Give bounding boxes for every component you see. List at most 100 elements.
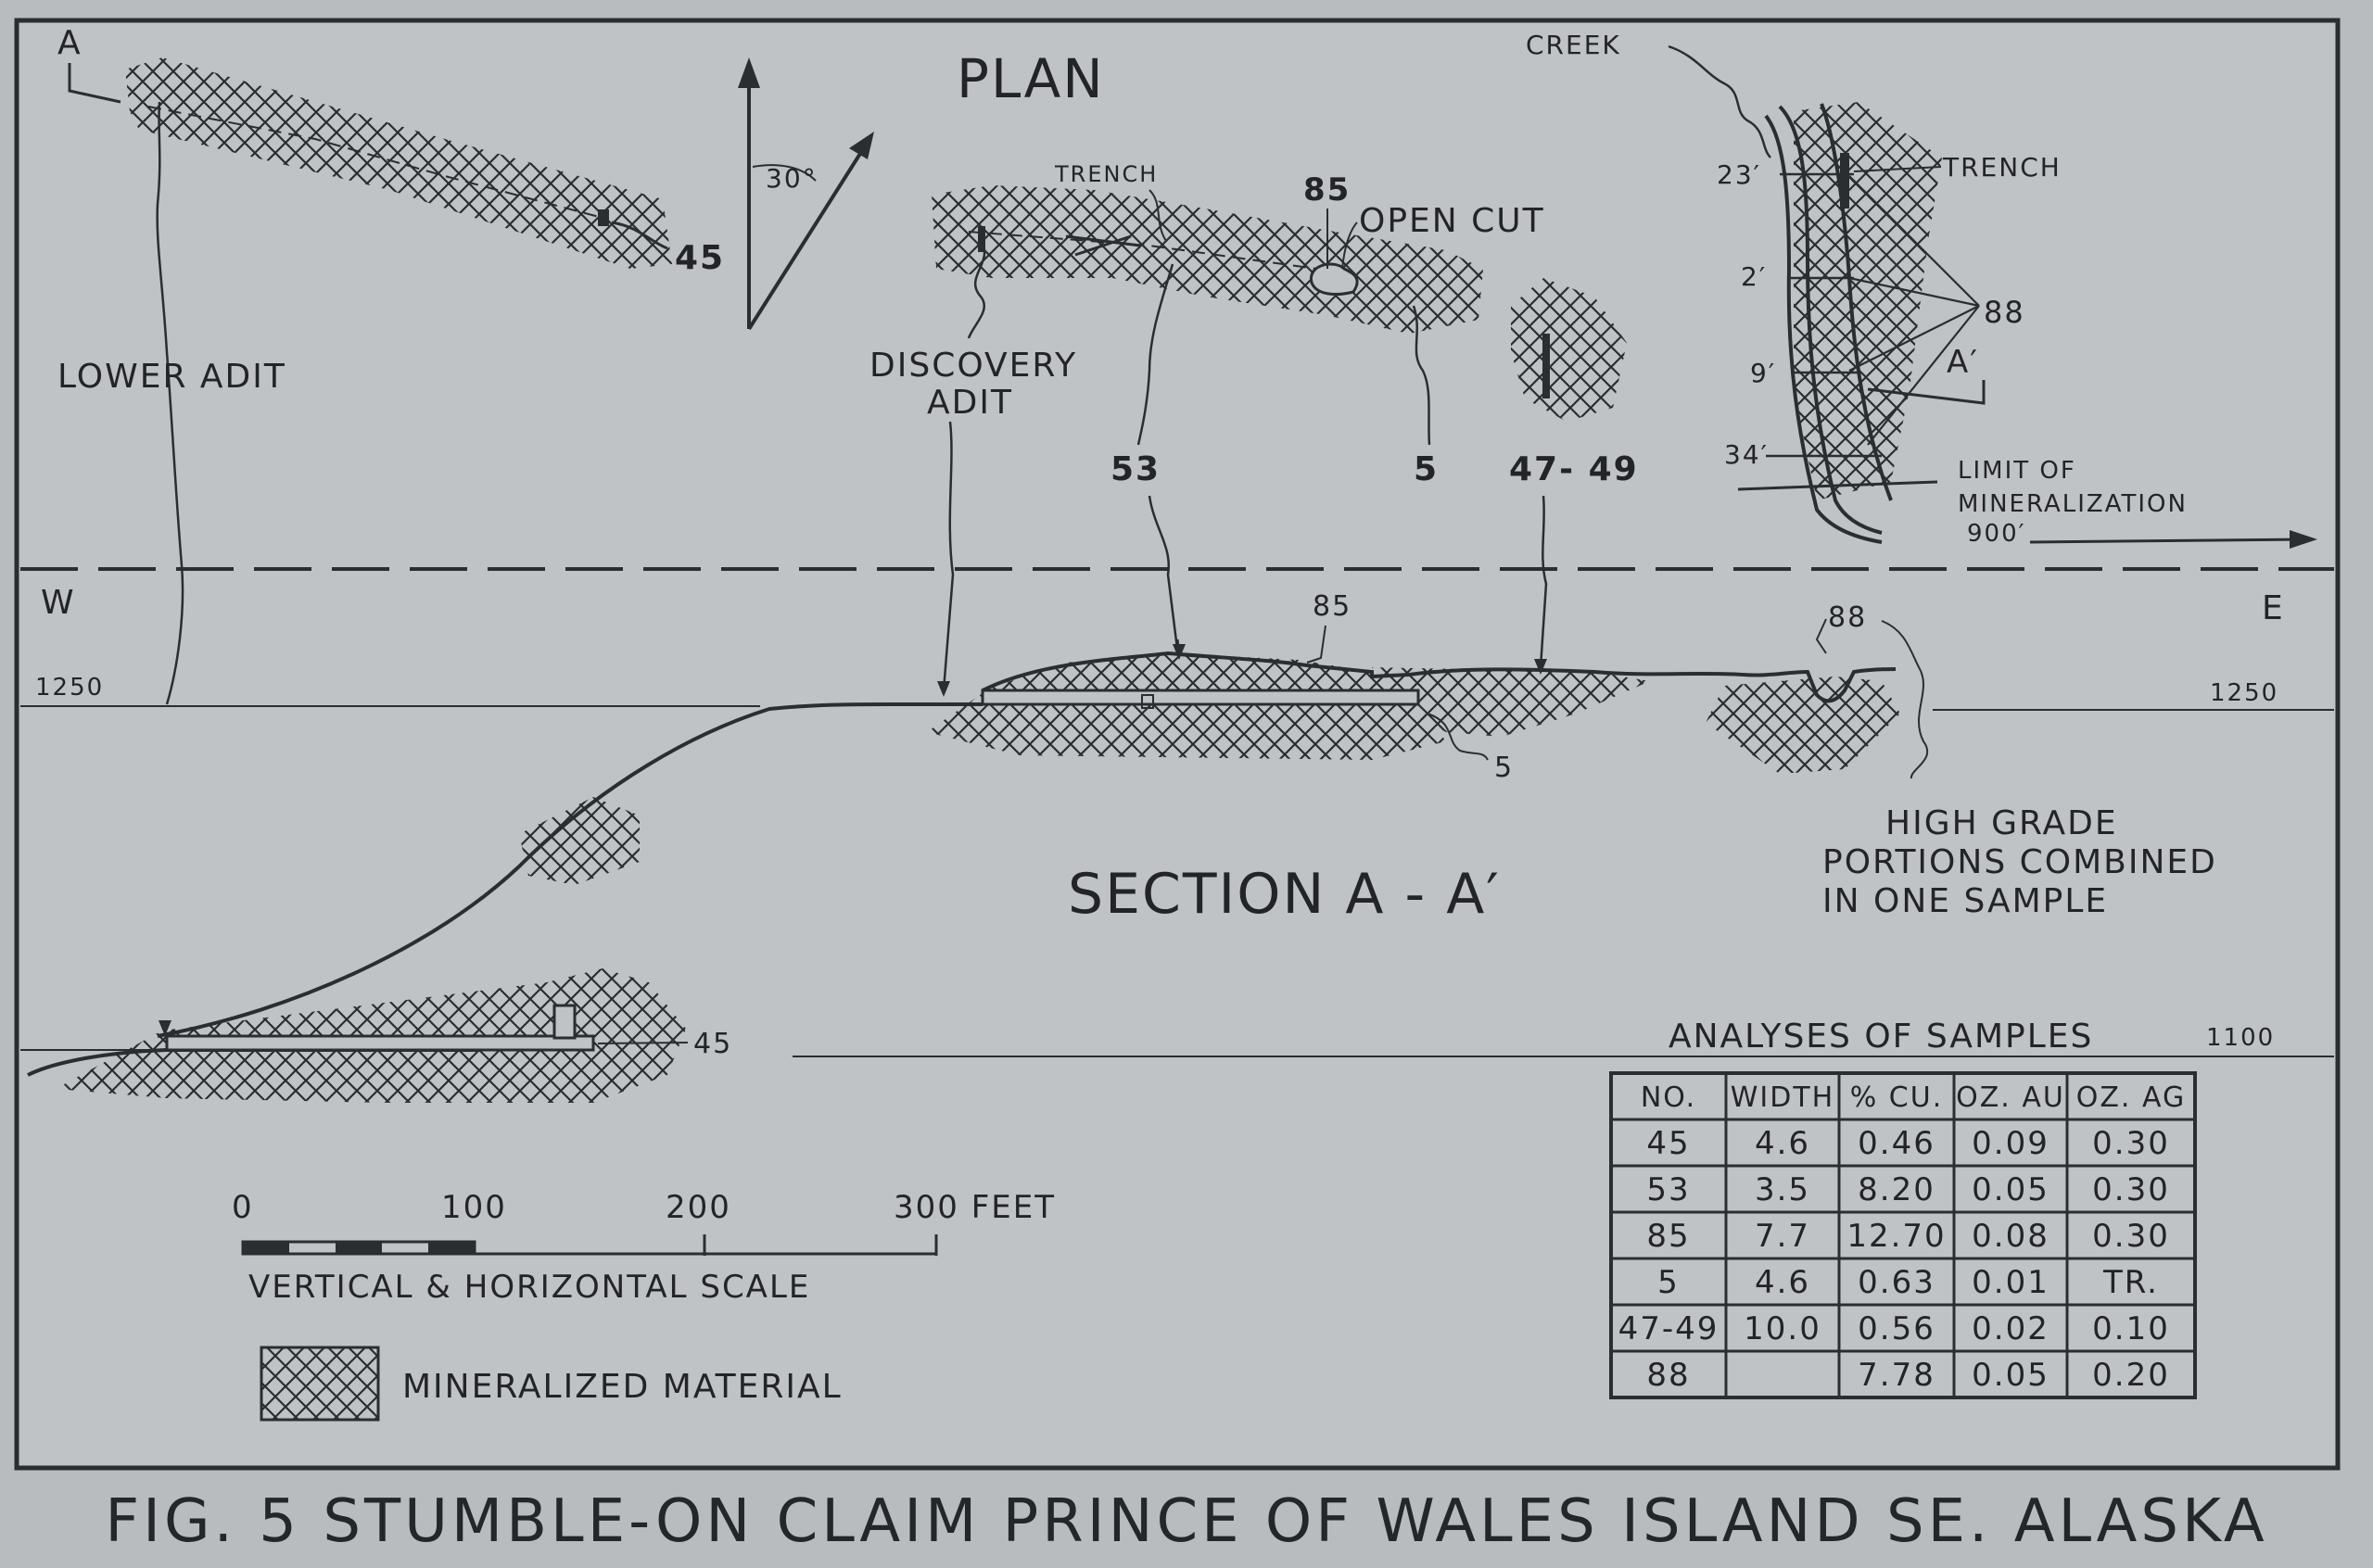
mineralized-zone-east: [1794, 102, 1942, 500]
table-header-cell: WIDTH: [1731, 1081, 1835, 1114]
sample-85-label: 85: [1303, 171, 1351, 209]
discovery-adit-portal: [978, 226, 985, 252]
sample-88-plan-label: 88: [1984, 295, 2025, 330]
sample-47-49-leader: [1539, 495, 1548, 668]
table-cell: 47-49: [1618, 1310, 1719, 1347]
creek-label: CREEK: [1526, 30, 1621, 60]
open-cut-symbol: [1310, 262, 1359, 296]
trench-label: TRENCH: [1054, 161, 1158, 187]
scale-bar: 0 100 200 300 FEET VERTICAL & HORIZONTAL…: [232, 1189, 1054, 1306]
width-9-label: 9′: [1750, 358, 1776, 388]
table-cell: 0.20: [2092, 1357, 2170, 1394]
table-cell: 0.30: [2092, 1171, 2170, 1208]
section-sample-45-label: 45: [693, 1028, 732, 1060]
sample-88-leaders: [1848, 175, 1980, 446]
table-cell: 0.01: [1972, 1264, 2049, 1301]
figure-caption: FIG. 5 STUMBLE-ON CLAIM PRINCE OF WALES …: [105, 1487, 2268, 1556]
width-2-label: 2′: [1741, 261, 1767, 292]
legend: MINERALIZED MATERIAL: [260, 1346, 841, 1422]
table-cell: 53: [1646, 1171, 1690, 1208]
discovery-adit-leader-top: [967, 242, 986, 339]
table-cell: 0.02: [1972, 1310, 2049, 1347]
table-cell: 0.05: [1972, 1171, 2049, 1208]
lower-adit-leader: [156, 101, 184, 705]
table-cell: TR.: [2102, 1264, 2159, 1301]
table-title: ANALYSES OF SAMPLES: [1669, 1018, 2093, 1056]
east-label: E: [2262, 589, 2285, 627]
discovery-arrowhead: [937, 681, 950, 697]
section-view: W E 1250 1250 85 88 5 4: [20, 584, 2334, 1103]
trench-leader: [1148, 189, 1167, 242]
high-grade-note-1: HIGH GRADE: [1885, 804, 2118, 842]
section-mineralized-middle: [1372, 667, 1650, 737]
table-cell: 0.10: [2092, 1310, 2170, 1347]
table-cell: 0.05: [1972, 1357, 2049, 1394]
mineralized-zone-47-49: [1511, 278, 1627, 422]
sample-45-leader: [611, 221, 668, 250]
sample-53-leader-top: [1136, 263, 1174, 446]
limit-label-2: MINERALIZATION: [1958, 490, 2188, 518]
section-sample-88-label: 88: [1828, 601, 1867, 634]
section-mineralized-east: [1706, 677, 1900, 774]
table-cell: 5: [1657, 1264, 1680, 1301]
limit-arrow: [2029, 537, 2309, 544]
section-sample-85-leader: [1306, 625, 1326, 664]
limit-label-3: 900′: [1967, 520, 2026, 548]
open-cut-leader: [1341, 221, 1358, 270]
point-a-marker: [68, 63, 121, 104]
plan-view: A 45 LOWER ADIT 30° PLAN TRENCH 85 OPEN …: [57, 24, 2317, 705]
high-grade-leader: [1881, 620, 1929, 779]
mineralized-zone-central: [932, 185, 1483, 334]
limit-label-1: LIMIT OF: [1958, 457, 2076, 485]
ground-base: [27, 1048, 482, 1077]
sample-45-label: 45: [675, 239, 725, 277]
trench-right-label: TRENCH: [1942, 152, 2062, 183]
vein-trace-west: [147, 106, 603, 219]
table-cell: 8.20: [1858, 1171, 1935, 1208]
ground-surface: [982, 651, 1897, 703]
table-header-cell: OZ. AG: [2076, 1081, 2186, 1114]
table-border: [1609, 1071, 2197, 1399]
table-cell: 45: [1646, 1125, 1690, 1162]
west-label: W: [41, 584, 76, 622]
table-cell: 0.30: [2092, 1125, 2170, 1162]
elev-1100-label: 1100: [2206, 1024, 2275, 1052]
sample-53-arrowhead: [1173, 644, 1186, 660]
strike-angle-label: 30°: [766, 163, 818, 194]
strike-arrow: [747, 137, 871, 331]
scale-tick-100: 100: [441, 1189, 507, 1226]
table-cell: 0.09: [1972, 1125, 2049, 1162]
section-sample-85-label: 85: [1313, 590, 1351, 623]
trench-symbol: [1065, 234, 1141, 257]
winze-symbol: [1141, 694, 1154, 709]
sample-53-leader: [1148, 495, 1179, 650]
table-cell: 10.0: [1744, 1310, 1821, 1347]
table-cell: 0.56: [1858, 1310, 1935, 1347]
width-ticks: [1766, 172, 1882, 458]
strike-arrowhead: [849, 132, 874, 159]
elev-1250-right: 1250: [2210, 679, 2278, 707]
vein-trace-central: [968, 231, 1317, 270]
sample-45-marker: [598, 209, 609, 226]
scale-tick-0: 0: [232, 1189, 254, 1226]
section-sample-88-leader: [1815, 618, 1827, 654]
creek-leader: [1668, 44, 1771, 158]
table-cell: 0.30: [2092, 1218, 2170, 1255]
scale-seg-2: [336, 1242, 382, 1254]
table-header-cell: OZ. AU: [1956, 1081, 2065, 1114]
discovery-adit-label-1: DISCOVERY: [869, 347, 1077, 385]
open-cut-label: OPEN CUT: [1359, 202, 1545, 240]
discovery-adit-label-2: ADIT: [927, 384, 1013, 422]
discovery-adit-tunnel: [981, 689, 1420, 706]
high-grade-note-3: IN ONE SAMPLE: [1822, 882, 2108, 920]
sample-47-49-marker: [1542, 334, 1550, 398]
angle-arc: [752, 164, 817, 182]
section-mineralized-shallow: [927, 693, 1446, 760]
section-title: SECTION A - A′: [1068, 862, 1501, 927]
table-header-cell: NO.: [1641, 1081, 1696, 1114]
table-cell: 0.63: [1858, 1264, 1935, 1301]
lower-adit-raise: [552, 1004, 577, 1040]
width-34-label: 34′: [1724, 439, 1769, 470]
